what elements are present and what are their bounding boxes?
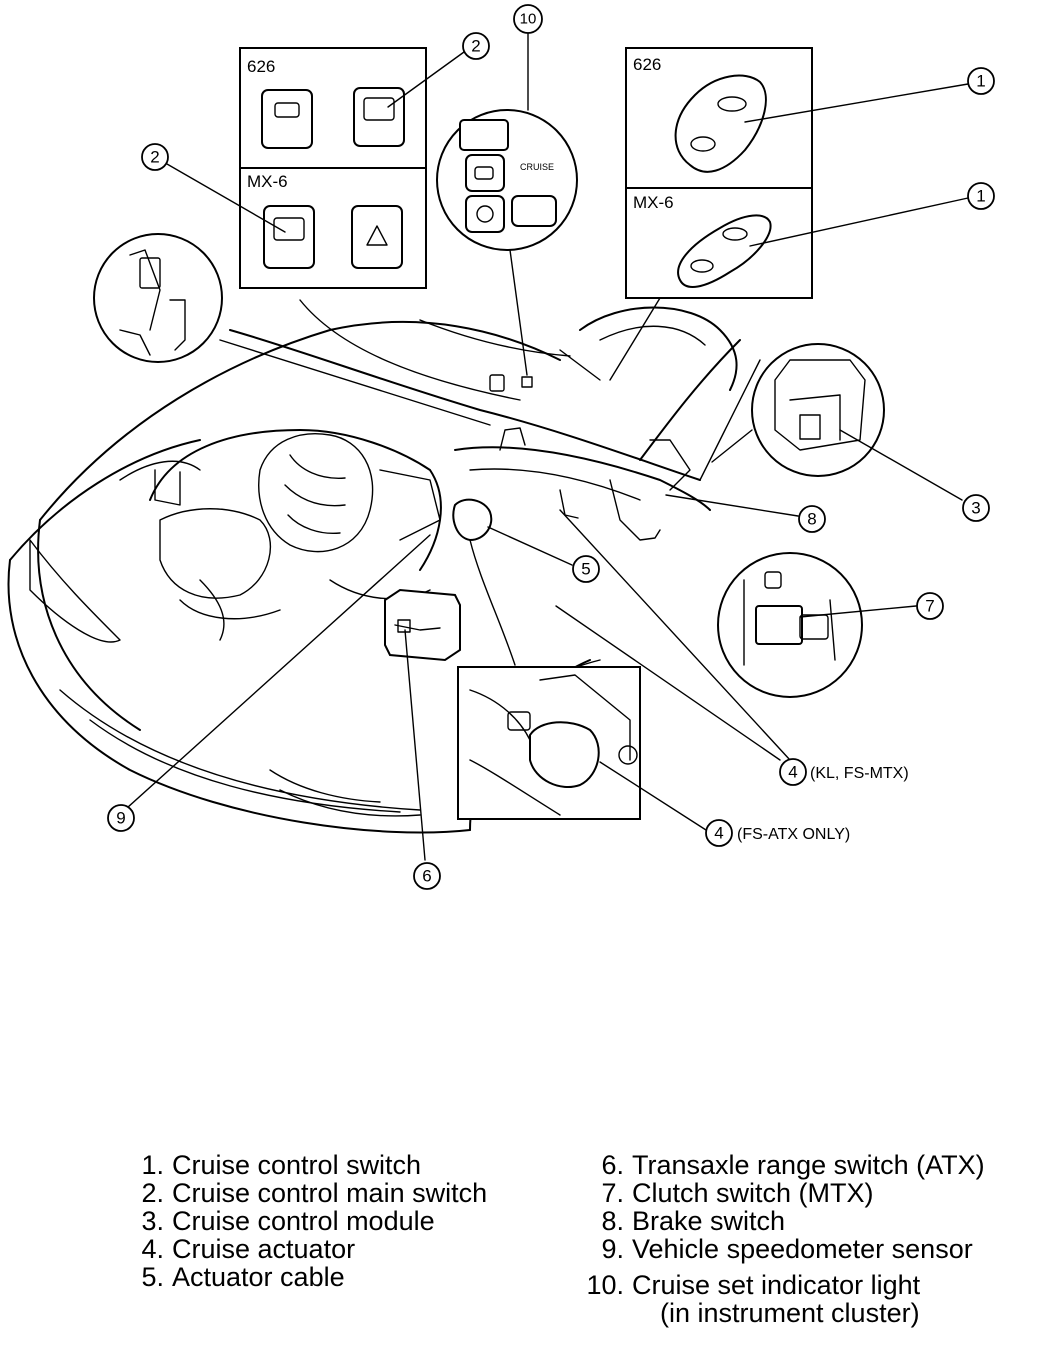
legend-right-column: 6.Transaxle range switch (ATX) 7.Clutch … — [584, 1150, 985, 1328]
callout-3-module: 3 — [962, 494, 990, 522]
note-fs-atx-only: (FS-ATX ONLY) — [737, 826, 850, 843]
callout-1-cruise-switch-626: 1 — [967, 67, 995, 95]
callout-2-main-switch-mx6: 2 — [141, 143, 169, 171]
main-switch-mx6-label: MX-6 — [247, 172, 288, 191]
pedal-inset-left — [93, 233, 491, 426]
main-switch-626-label: 626 — [247, 57, 275, 76]
legend-item-2: 2.Cruise control main switch — [141, 1178, 488, 1208]
legend-item-6: 6.Transaxle range switch (ATX) — [601, 1150, 985, 1180]
legend-item-10: 10.Cruise set indicator light — [586, 1270, 921, 1300]
legend-item-8: 8.Brake switch — [601, 1206, 786, 1236]
callout-6-range-switch: 6 — [413, 862, 441, 890]
legend-item-4: 4.Cruise actuator — [141, 1234, 356, 1264]
legend-item-9: 9.Vehicle speedometer sensor — [601, 1234, 973, 1264]
svg-text:1: 1 — [976, 187, 985, 206]
callout-7-clutch-switch: 7 — [916, 592, 944, 620]
svg-text:1: 1 — [976, 72, 985, 91]
callout-8-brake-switch: 8 — [798, 505, 826, 533]
svg-text:4: 4 — [714, 824, 723, 843]
callout-4-actuator-fs-atx: 4 — [705, 819, 733, 847]
svg-text:2: 2 — [471, 37, 480, 56]
svg-text:7: 7 — [925, 597, 934, 616]
actuator-inset — [457, 666, 641, 820]
pedal-and-harness-illustration — [454, 374, 711, 541]
svg-text:10: 10 — [520, 11, 537, 28]
main-switch-inset: 626 MX-6 — [239, 47, 427, 289]
engine-illustration — [119, 429, 442, 641]
indicator-cruise-text: CRUISE — [520, 162, 554, 172]
legend-item-5: 5.Actuator cable — [141, 1262, 345, 1292]
callout-4-actuator-kl: 4 — [779, 758, 807, 786]
component-location-diagram: 626 MX-6 CRUISE 626 MX-6 — [7, 4, 995, 890]
callout-1-cruise-switch-mx6: 1 — [967, 182, 995, 210]
callout-10-indicator-light: 10 — [513, 4, 543, 34]
clutch-switch-inset — [717, 552, 863, 698]
callout-2-main-switch-626: 2 — [462, 32, 490, 60]
svg-text:5: 5 — [581, 560, 590, 579]
legend-item-1: 1.Cruise control switch — [141, 1150, 422, 1180]
legend-item-3: 3.Cruise control module — [141, 1206, 435, 1236]
legend-item-10-continuation: (in instrument cluster) — [660, 1298, 920, 1328]
svg-text:4: 4 — [788, 763, 797, 782]
module-inset — [711, 343, 885, 477]
cruise-switch-626-label: 626 — [633, 55, 661, 74]
svg-text:8: 8 — [807, 510, 816, 529]
svg-text:6: 6 — [422, 867, 431, 886]
callout-5-actuator-cable: 5 — [572, 555, 600, 583]
vehicle-body-illustration — [7, 299, 761, 834]
indicator-light-inset: CRUISE — [436, 109, 578, 376]
svg-text:3: 3 — [971, 499, 980, 518]
svg-text:2: 2 — [150, 148, 159, 167]
legend-item-7: 7.Clutch switch (MTX) — [601, 1178, 874, 1208]
note-kl-fs-mtx: (KL, FS-MTX) — [810, 765, 909, 782]
callout-9-speedometer-sensor: 9 — [107, 804, 135, 832]
cruise-switch-inset: 626 MX-6 — [609, 47, 813, 381]
battery-illustration — [384, 588, 461, 662]
cruise-switch-mx6-label: MX-6 — [633, 193, 674, 212]
legend-left-column: 1.Cruise control switch 2.Cruise control… — [132, 1151, 487, 1291]
actuator-illustration — [452, 498, 516, 666]
svg-text:9: 9 — [116, 809, 125, 828]
leader-lines — [126, 32, 969, 861]
